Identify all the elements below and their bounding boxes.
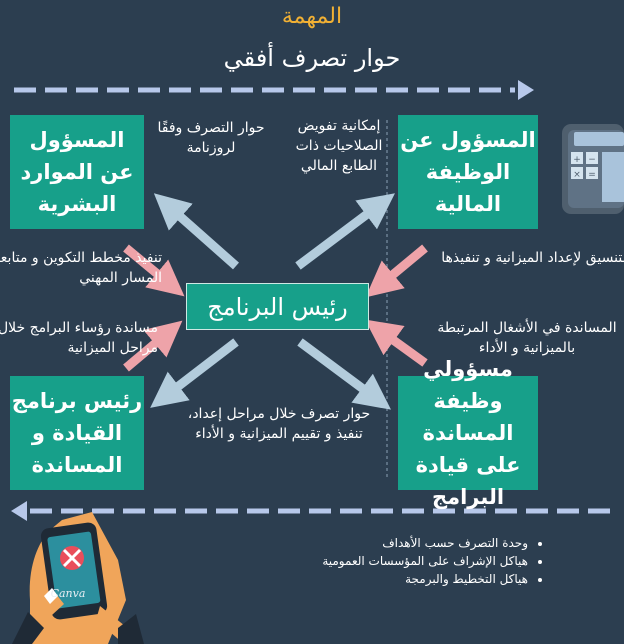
box-leadership-program-head: رئيس برنامج القيادة و المساندة [10, 376, 144, 490]
subtitle-dialogue: حوار تصرف أفقي [223, 44, 401, 72]
top-dashed-arrowhead [518, 80, 534, 100]
box-hr-manager: المسؤول عن الموارد البشرية [10, 115, 144, 229]
svg-text:=: = [588, 170, 596, 180]
arrow-hr-to-center [123, 244, 185, 297]
phone-in-hand-icon [12, 512, 144, 644]
note-budget-dialogue: حوار تصرف خلال مراحل إعداد، تنفيذ و تقيي… [187, 406, 371, 442]
arrow-center-to-support [297, 338, 391, 410]
bottom-dashed-arrowhead [11, 501, 27, 521]
arrow-center-to-hr [153, 193, 239, 270]
list-item: وحدة التصرف حسب الأهداف [230, 534, 528, 552]
note-budget-support: مساندة رؤساء البرامج خلال مراحل الميزاني… [0, 320, 158, 356]
note-budget-coordination: التنسيق لإعداد الميزانية و تنفيذها [441, 250, 624, 266]
note-hr-arrow: حوار التصرف وفقًا لروزنامة [157, 120, 265, 156]
title-mission: المهمة [281, 4, 343, 29]
list-item: هياكل الإشراف على المؤسسات العمومية [230, 552, 528, 570]
bullet-list: وحدة التصرف حسب الأهداف هياكل الإشراف عل… [230, 534, 550, 588]
svg-text:−: − [588, 155, 596, 165]
arrow-support-to-center [364, 319, 428, 367]
box-support-officers: مسؤولي وظيفة المساندة على قيادة البرامج [398, 357, 538, 509]
arrow-center-to-finance [295, 193, 395, 270]
box-program-head: رئيس البرنامج [186, 283, 369, 330]
svg-text:+: + [573, 155, 581, 165]
calculator-icon: + − × = [562, 124, 624, 214]
arrow-finance-to-center [365, 244, 428, 298]
box-finance-manager: المسؤول عن الوظيفة المالية [398, 115, 538, 229]
note-training-plan: تنفيذ مخطط التكوين و متابعة المسار المهن… [0, 250, 162, 286]
note-finance-arrow: إمكانية تفويض الصلاحيات ذات الطابع المال… [295, 118, 383, 174]
arrow-center-to-leadership [150, 338, 239, 408]
list-item: هياكل التخطيط والبرمجة [230, 570, 528, 588]
arrow-leadership-to-center [123, 320, 183, 372]
phone-brand-label: Canva [51, 587, 86, 600]
note-performance-support: المساندة في الأشغال المرتبطة بالميزانية … [437, 320, 617, 356]
svg-text:×: × [573, 170, 581, 180]
